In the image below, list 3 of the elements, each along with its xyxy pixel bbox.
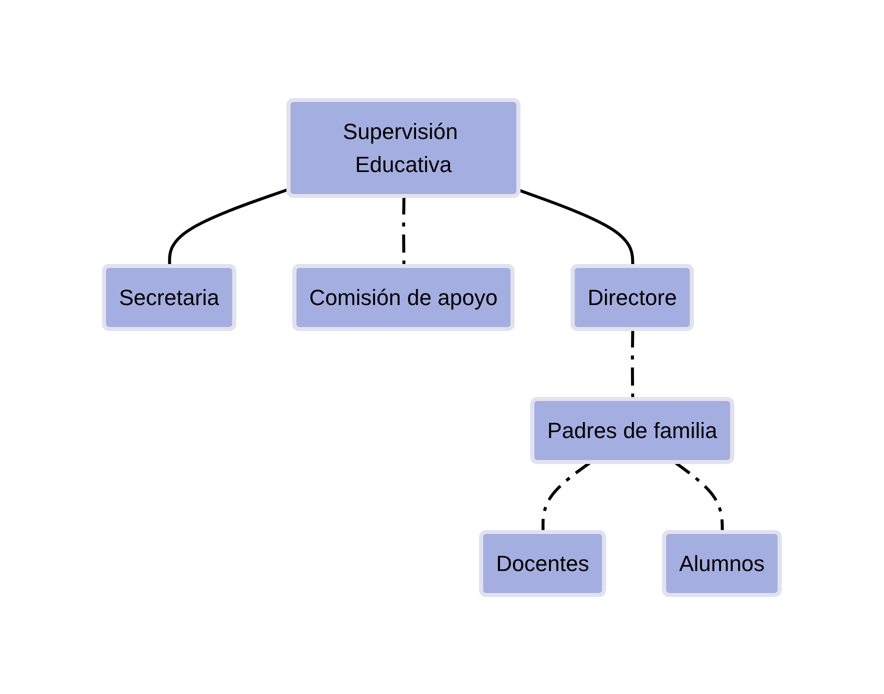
connector: [518, 188, 634, 266]
connector: [631, 328, 634, 400]
connector: [402, 196, 406, 266]
